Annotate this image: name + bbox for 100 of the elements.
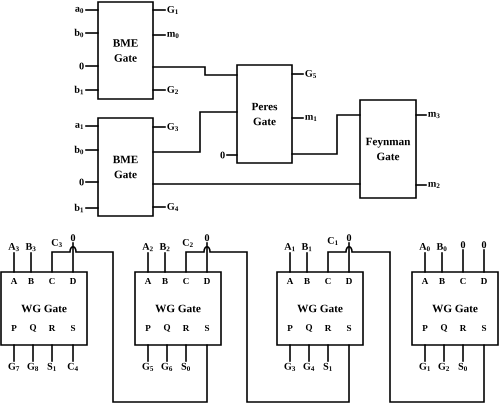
wire	[85, 181, 99, 183]
signal-label: G$_{5}$	[305, 70, 316, 78]
wire	[152, 111, 238, 153]
wire	[85, 65, 99, 67]
signal-label: G$_{6}$	[161, 362, 172, 371]
port-label: P	[11, 325, 17, 331]
port-label: Q	[440, 324, 448, 332]
wire	[30, 252, 32, 273]
wire	[85, 125, 99, 127]
signal-label: B$_{1}$	[302, 243, 312, 252]
gate-box: Feynman Gate	[359, 99, 417, 199]
signal-label: G$_{3}$	[167, 122, 178, 132]
port-label: A	[144, 278, 152, 284]
signal-label: G$_{1}$	[167, 6, 178, 14]
port-label: R	[48, 325, 56, 331]
signal-label: B$_{2}$	[160, 243, 170, 252]
signal-label: m$_{2}$	[428, 182, 440, 188]
signal-label: m$_{0}$	[167, 32, 179, 38]
gate-box: BME Gate	[97, 1, 154, 100]
wire	[152, 126, 166, 128]
signal-label: G$_{4}$	[303, 362, 314, 371]
port-label: P	[287, 325, 293, 331]
wire	[147, 344, 149, 362]
signal-label: 0	[482, 241, 486, 248]
wire	[206, 242, 208, 273]
port-label: D	[204, 278, 210, 284]
wire	[289, 252, 291, 273]
signal-label: 0	[204, 234, 210, 242]
gate-box: Peres Gate	[236, 64, 293, 164]
wire	[13, 252, 15, 273]
wire	[152, 34, 166, 36]
signal-label: C$_{4}$	[68, 362, 78, 371]
wire	[32, 344, 34, 362]
wire	[72, 344, 74, 362]
wire	[85, 9, 99, 11]
signal-label: b$_{0}$	[74, 28, 84, 38]
wire	[164, 252, 166, 273]
wire	[327, 344, 329, 362]
wire	[226, 154, 238, 156]
wire	[424, 252, 426, 273]
port-label: R	[182, 325, 190, 331]
signal-label: a$_{0}$	[75, 6, 84, 14]
edge-label: C$_{1}$	[326, 236, 340, 246]
signal-label: b$_{1}$	[74, 204, 84, 212]
signal-label: b$_{0}$	[74, 146, 84, 154]
wire	[327, 246, 485, 403]
signal-label: G$_{2}$	[438, 362, 450, 371]
port-label: S	[70, 324, 76, 332]
wire	[289, 344, 291, 362]
port-label: D	[346, 278, 352, 284]
port-label: P	[145, 325, 151, 331]
signal-label: m$_{3}$	[428, 112, 440, 118]
signal-label: G$_{4}$	[167, 202, 178, 212]
port-label: C	[49, 278, 55, 284]
port-label: Q	[306, 324, 312, 332]
wire	[462, 344, 464, 362]
wire	[415, 114, 427, 116]
wire	[424, 344, 426, 362]
wire	[348, 242, 350, 273]
wire	[291, 114, 361, 155]
wire	[166, 344, 168, 362]
wire	[85, 207, 99, 209]
signal-label: G$_{7}$	[8, 362, 20, 371]
port-label: R	[460, 325, 466, 331]
wire	[185, 246, 350, 403]
wire	[85, 149, 99, 151]
port-label: B	[439, 278, 445, 284]
signal-label: B$_{0}$	[436, 243, 447, 252]
wire	[483, 249, 485, 273]
port-label: C	[183, 278, 189, 284]
wire	[51, 344, 53, 362]
signal-label: A$_{1}$	[284, 243, 295, 252]
signal-label: 0	[79, 62, 84, 70]
signal-label: G$_{3}$	[284, 362, 296, 371]
port-label: A	[286, 278, 294, 284]
signal-label: B$_{3}$	[26, 243, 36, 252]
signal-label: G$_{5}$	[142, 362, 154, 371]
edge-label: C$_{2}$	[181, 238, 195, 248]
signal-label: S$_{0}$	[182, 362, 190, 371]
port-label: P	[422, 325, 428, 331]
wire	[51, 246, 208, 403]
signal-label: A$_{3}$	[8, 243, 19, 252]
signal-label: 0	[70, 234, 76, 242]
wire	[152, 9, 166, 11]
signal-label: 0	[460, 241, 466, 248]
port-label: Q	[30, 324, 36, 332]
port-label: S	[482, 324, 486, 332]
port-label: B	[28, 278, 34, 284]
signal-label: 0	[346, 234, 352, 242]
wire	[415, 184, 427, 186]
wire	[443, 344, 445, 362]
signal-label: S$_{1}$	[48, 362, 56, 371]
port-label: A	[10, 278, 18, 284]
signal-label: m$_{1}$	[305, 114, 316, 122]
signal-label: a$_{1}$	[75, 122, 84, 130]
wire	[185, 344, 187, 362]
signal-label: A$_{0}$	[419, 243, 430, 252]
port-label: A	[422, 278, 428, 284]
signal-label: b$_{1}$	[74, 86, 84, 94]
wire	[152, 89, 166, 91]
